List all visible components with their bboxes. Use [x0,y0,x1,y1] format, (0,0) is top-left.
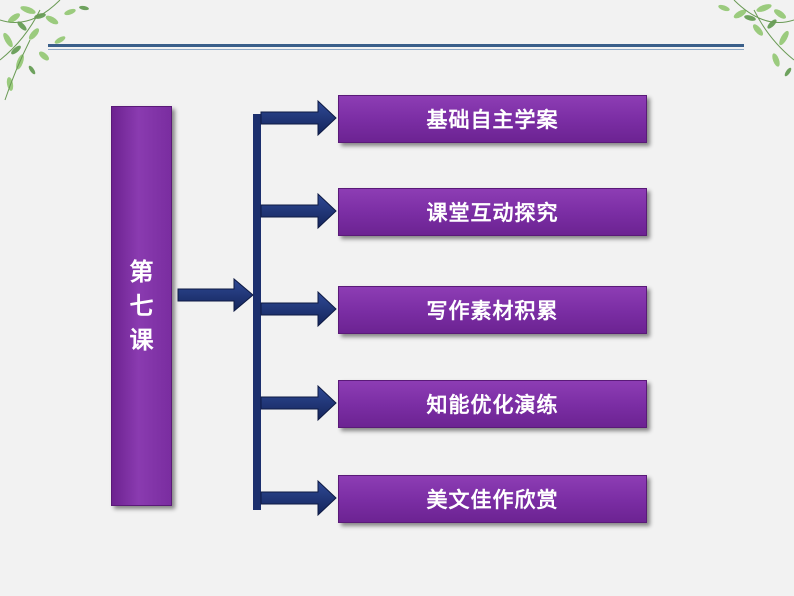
leaf-decoration-right-icon [718,0,794,77]
leaf-decoration-left-icon [0,0,89,101]
branch-arrow-2-icon [260,192,337,230]
lesson-title-box: 第七课 [111,106,172,506]
menu-item-basic-study[interactable]: 基础自主学案 [338,95,647,143]
menu-item-label: 课堂互动探究 [426,201,559,225]
menu-item-label: 写作素材积累 [426,299,559,323]
lesson-title: 第七课 [129,258,154,354]
branch-arrow-1-icon [260,99,337,137]
menu-item-skill-practice[interactable]: 知能优化演练 [338,380,647,428]
menu-item-essay-appreciation[interactable]: 美文佳作欣赏 [338,475,647,523]
branch-arrow-4-icon [260,384,337,422]
menu-item-label: 知能优化演练 [426,393,559,417]
menu-item-label: 基础自主学案 [426,108,559,132]
branch-arrow-5-icon [260,479,337,517]
branch-arrow-3-icon [260,290,337,328]
menu-item-writing-materials[interactable]: 写作素材积累 [338,286,647,334]
header-rule [48,44,744,50]
main-arrow-icon [177,277,254,313]
connector-trunk [253,114,261,510]
menu-item-classroom-inquiry[interactable]: 课堂互动探究 [338,188,647,236]
menu-item-label: 美文佳作欣赏 [426,488,559,512]
